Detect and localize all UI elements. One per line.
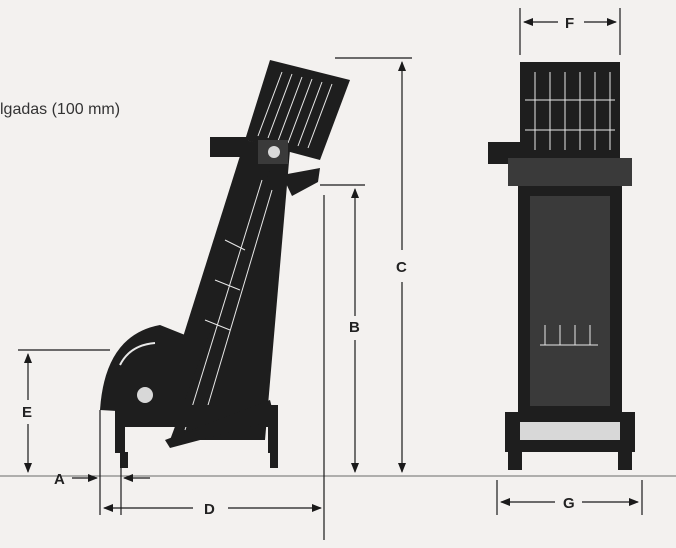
dimension-e: E — [18, 349, 110, 473]
label-c: C — [396, 259, 407, 276]
label-g: G — [563, 495, 575, 512]
side-frame — [170, 150, 290, 440]
label-f: F — [565, 15, 574, 32]
side-foot-front — [120, 452, 128, 468]
front-hopper — [520, 62, 620, 158]
dimension-d: D — [103, 501, 322, 518]
side-frame-details — [184, 179, 273, 433]
label-e: E — [22, 404, 32, 421]
label-d: D — [204, 501, 215, 518]
front-collar — [508, 158, 632, 186]
front-hopper-bars — [525, 72, 615, 150]
size-note: lgadas (100 mm) — [0, 101, 120, 118]
front-body-panel — [530, 196, 610, 406]
front-wheel-left — [508, 452, 522, 470]
dimension-g: G — [496, 480, 643, 515]
side-leg-rear — [268, 405, 278, 453]
front-wheel-right — [618, 452, 632, 470]
side-brace — [165, 400, 275, 448]
dimension-c: C — [335, 57, 412, 473]
side-spout — [282, 168, 320, 196]
side-hopper — [245, 60, 350, 160]
front-view-machine — [488, 62, 635, 470]
front-base-window — [520, 422, 620, 440]
side-saw-guard — [100, 325, 185, 415]
side-hopper-ribs — [257, 71, 333, 149]
dimension-f: F — [519, 8, 621, 55]
side-leg-front — [115, 405, 125, 453]
side-view-machine — [100, 60, 350, 468]
dimension-b: B — [320, 184, 365, 473]
side-gear-icon — [268, 146, 280, 158]
side-guard-slot — [119, 342, 156, 366]
side-foot-rear — [270, 452, 278, 468]
label-a: A — [54, 471, 65, 488]
side-hub — [137, 387, 153, 403]
label-b: B — [349, 319, 360, 336]
front-grate — [540, 325, 598, 346]
side-motor — [210, 137, 248, 157]
dimension-a: A — [54, 410, 150, 515]
